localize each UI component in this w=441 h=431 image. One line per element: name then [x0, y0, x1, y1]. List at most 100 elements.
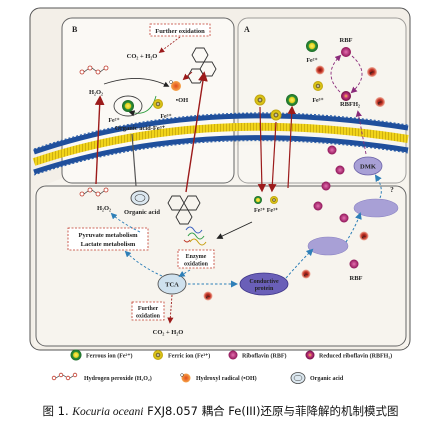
- ferric-ion-icon-membrane: [270, 196, 278, 204]
- rbf-top-text: RBF: [340, 37, 353, 44]
- arrow-fe2-out-of-cell: [287, 105, 296, 189]
- arrow-phenanthrene-up: [185, 71, 208, 193]
- arrow-h2o2-to-oh: [103, 78, 170, 87]
- reduced-riboflavin-icon-top: [341, 91, 351, 101]
- rbf-bottom-text: RBF: [350, 275, 363, 282]
- legend-hydroxyl-icon: [181, 373, 191, 383]
- enzyme-icon: [183, 226, 207, 246]
- cell-box: [35, 185, 407, 347]
- further-oxidation-box-top: [149, 23, 211, 37]
- arrow-metabolism-to-h2o2: [110, 212, 141, 233]
- organic-acid-cell-text: Organic acid: [124, 209, 160, 216]
- hydroxyl-radical-icon-b: [171, 81, 181, 91]
- legend-h2o2-text: Hydrogen peroxide (H₂O₂): [84, 375, 152, 382]
- legend-organic-acid-text: Organic acid: [310, 376, 344, 382]
- fe2-fe3-membrane-text: Fe²⁺ Fe³⁺: [254, 207, 278, 214]
- ferrous-ion-icon-b: [122, 100, 134, 112]
- tca-text: TCA: [165, 282, 179, 289]
- dmk-text: DMK: [360, 164, 376, 171]
- e-minus-a2: e⁻: [370, 72, 375, 77]
- question-text: ?: [390, 186, 394, 194]
- transport-protein-2: [307, 236, 349, 256]
- legend-reduced-riboflavin-icon: [305, 350, 315, 360]
- ferrous-ion-icon-a: [306, 40, 318, 52]
- arrow-rbf-cycle-left: [330, 54, 342, 93]
- conductive-protein: [239, 272, 289, 296]
- co2-h2o-top-text: CO₂ + H₂O: [127, 53, 158, 60]
- ferrous-ion-icon-cross: [286, 94, 298, 106]
- legend-organic-acid-icon: [290, 372, 306, 384]
- dmk-protein: [353, 156, 383, 176]
- riboflavin-icon-mem2: [321, 181, 331, 191]
- further-oxidation-box-bottom: [131, 301, 165, 321]
- ferric-ion-icon-b: [153, 99, 163, 109]
- metabolism-box: [67, 227, 149, 251]
- legend-hydroxyl-text: Hydroxyl radical (•OH): [196, 375, 257, 382]
- rbfh2-text: RBFH₂: [340, 101, 360, 108]
- electron-icon-chain2: [301, 269, 311, 279]
- electron-icon-a2: [367, 67, 377, 77]
- e-minus-tca: e⁻: [206, 295, 211, 300]
- conductive-protein-text: protein: [255, 286, 274, 292]
- oh-b-text: •OH: [176, 97, 188, 104]
- legend-ferrous-icon: [70, 349, 82, 361]
- arrow-dmk-to-rbfh2: [355, 110, 367, 155]
- h2o2-cell-text: H₂O₂: [97, 205, 111, 212]
- legend-ferric-icon: [153, 350, 163, 360]
- organic-acid-ring-b: [113, 95, 143, 117]
- arrow-enzyme-to-tca: [178, 269, 191, 277]
- organic-acid-icon-cell: [130, 190, 150, 206]
- ferric-ion-icon-cross1: [254, 94, 266, 106]
- cell-membrane: [32, 112, 409, 176]
- arrow-tca-to-co2: [167, 294, 174, 324]
- arrow-phenanthrene-to-oh: [182, 71, 193, 81]
- arrow-fe-to-enzyme: [216, 221, 253, 239]
- h2o2-b-text: H₂O₂: [89, 89, 103, 96]
- legend-riboflavin-text: Riboflavin (RBF): [242, 353, 287, 360]
- conductive-text: Conductive: [249, 279, 279, 285]
- electron-icon-chain1: [359, 231, 369, 241]
- phenanthrene-molecule-cell: [167, 195, 201, 225]
- arrow-fe3-cycle-b: [128, 95, 157, 117]
- enzyme-oxidation-text: oxidation: [184, 262, 209, 268]
- e-minus-a3: e⁻: [378, 102, 383, 107]
- arrow-h2o2-to-b: [94, 95, 105, 185]
- legend-riboflavin-icon: [228, 350, 238, 360]
- further-oxidation-top-text: Further oxidation: [155, 28, 205, 35]
- cell-interior: [34, 144, 408, 346]
- enzyme-text: Enzyme: [186, 254, 207, 260]
- arrow-oxidation-to-co2: [158, 36, 181, 53]
- panel-a-label: A: [244, 25, 250, 34]
- co2-h2o-bottom-text: CO₂ + H₂O: [153, 329, 184, 336]
- enzyme-oxidation-box: [177, 249, 215, 269]
- riboflavin-icon-top: [341, 47, 351, 57]
- fe2-a-text: Fe²⁺: [306, 57, 317, 64]
- legend-ferrous-text: Ferrous ion (Fe²⁺): [86, 353, 133, 360]
- pyruvate-text: Pyruvate metabolism: [78, 232, 138, 239]
- ferric-ion-icon-a: [313, 81, 323, 91]
- transport-protein-1: [353, 198, 399, 218]
- legend-h2o2-icon: [51, 372, 78, 381]
- arrow-chain-1: [285, 248, 314, 279]
- legend-reduced-riboflavin-text: Reduced riboflavin (RBFH₂): [319, 353, 392, 360]
- fe3-a-text: Fe³⁺: [312, 97, 323, 104]
- arrow-rbf-cycle-right: [350, 55, 363, 94]
- e-minus-chain1: e⁻: [362, 235, 367, 240]
- fe3-b-text: Fe³⁺: [160, 113, 171, 120]
- organic-acid-fe-text: Organic acid-Fe³⁺: [115, 125, 166, 132]
- arrow-fe3-into-cell-1: [257, 106, 267, 193]
- riboflavin-icon-mem5: [349, 259, 359, 269]
- tca-node: [157, 273, 187, 295]
- riboflavin-icon-mem1: [327, 145, 337, 155]
- riboflavin-icon-mem3: [335, 165, 345, 175]
- h2o2-icon-cell: [79, 187, 109, 197]
- ferrous-ion-icon-membrane: [254, 196, 262, 204]
- electron-icon-a1: [315, 65, 325, 75]
- legend: Ferrous ion (Fe²⁺) Ferric ion (Fe³⁺) Rib…: [51, 349, 392, 384]
- e-minus-chain2: e⁻: [304, 273, 309, 278]
- arrow-tca-to-metabolism: [124, 250, 163, 277]
- panel-b-label: B: [72, 25, 78, 34]
- caption-prefix: 图 1.: [42, 404, 73, 418]
- riboflavin-icon-mem4: [339, 213, 349, 223]
